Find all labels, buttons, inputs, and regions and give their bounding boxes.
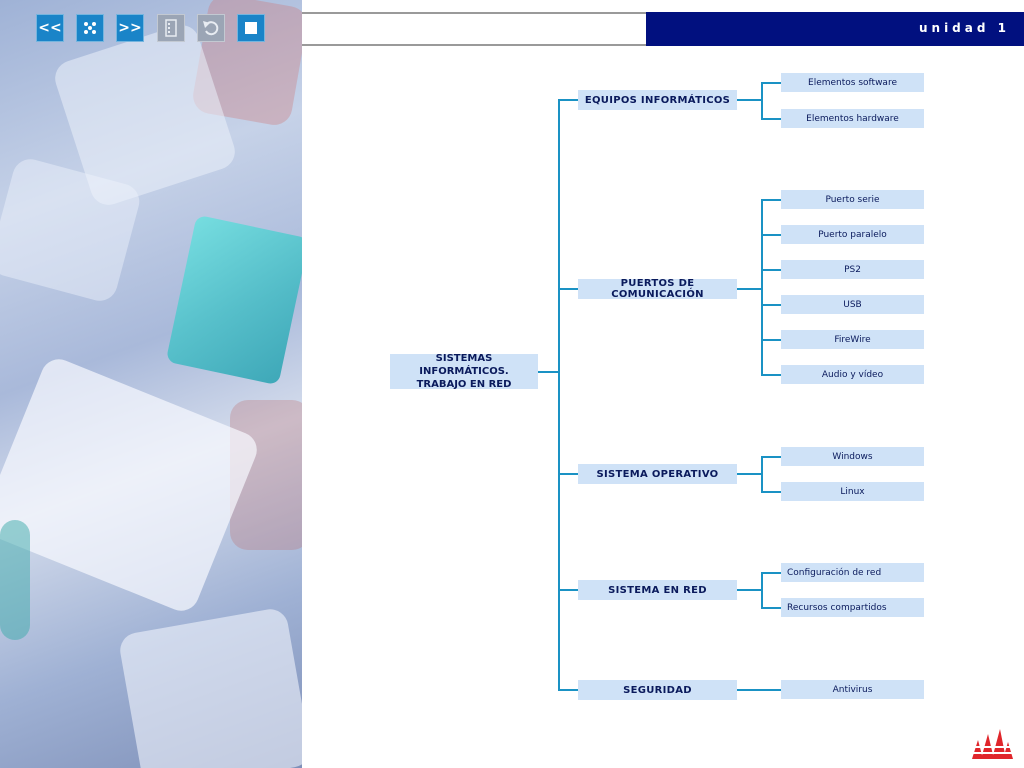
- connector-line: [761, 118, 781, 120]
- unit-header-bar: unidad 1: [646, 12, 1024, 46]
- leaf-windows[interactable]: Windows: [781, 447, 924, 466]
- connector-line: [761, 607, 781, 609]
- connector-line: [737, 288, 762, 290]
- branch-seguridad[interactable]: SEGURIDAD: [578, 680, 737, 700]
- connector-shape: [165, 214, 302, 386]
- leaf-usb[interactable]: USB: [781, 295, 924, 314]
- connector-line: [558, 473, 578, 475]
- header-rule-top: [302, 12, 646, 14]
- connector-line: [761, 456, 781, 458]
- connector-shape: [117, 606, 302, 768]
- undo-icon: [203, 21, 219, 36]
- connector-line: [761, 572, 763, 608]
- leaf-elementos-hardware[interactable]: Elementos hardware: [781, 109, 924, 128]
- dice-button[interactable]: [76, 14, 104, 42]
- cable-shape: [0, 520, 30, 640]
- leaf-puerto-serie[interactable]: Puerto serie: [781, 190, 924, 209]
- leaf-recursos-compartidos[interactable]: Recursos compartidos: [781, 598, 924, 617]
- leaf-audio-y-video[interactable]: Audio y vídeo: [781, 365, 924, 384]
- header-rule-bottom: [302, 44, 646, 46]
- publisher-logo: [971, 729, 1013, 759]
- connector-line: [737, 589, 762, 591]
- branch-equipos-informaticos[interactable]: EQUIPOS INFORMÁTICOS: [578, 90, 737, 110]
- connector-line: [558, 288, 578, 290]
- root-node[interactable]: SISTEMAS INFORMÁTICOS. TRABAJO EN RED: [390, 353, 538, 390]
- connector-line: [558, 589, 578, 591]
- branch-puertos-de-comunicacion[interactable]: PUERTOS DE COMUNICACIÓN: [578, 278, 737, 300]
- first-button[interactable]: <<: [36, 14, 64, 42]
- stop-icon: [245, 22, 257, 34]
- connector-line: [761, 82, 763, 119]
- stop-button[interactable]: [237, 14, 265, 42]
- dice-icon: [84, 22, 96, 34]
- leaf-firewire[interactable]: FireWire: [781, 330, 924, 349]
- unit-label: unidad 1: [918, 21, 1010, 35]
- leaf-ps2[interactable]: PS2: [781, 260, 924, 279]
- connector-line: [737, 99, 762, 101]
- connector-line: [558, 689, 578, 691]
- connector-line: [761, 491, 781, 493]
- leaf-puerto-paralelo[interactable]: Puerto paralelo: [781, 225, 924, 244]
- connector-line: [737, 473, 762, 475]
- connector-line: [761, 234, 781, 236]
- root-node-line1: SISTEMAS INFORMÁTICOS.: [419, 353, 509, 377]
- connector-line: [558, 99, 560, 691]
- leaf-elementos-software[interactable]: Elementos software: [781, 73, 924, 92]
- connector-line: [761, 339, 781, 341]
- connector-line: [761, 456, 763, 492]
- branch-sistema-operativo[interactable]: SISTEMA OPERATIVO: [578, 464, 737, 484]
- connector-line: [761, 304, 781, 306]
- list-button[interactable]: [157, 14, 185, 42]
- leaf-linux[interactable]: Linux: [781, 482, 924, 501]
- connector-line: [737, 689, 781, 691]
- leaf-configuracion-de-red[interactable]: Configuración de red: [781, 563, 924, 582]
- next-button[interactable]: >>: [116, 14, 144, 42]
- connector-line: [761, 82, 781, 84]
- connector-line: [761, 199, 763, 376]
- root-node-line2: TRABAJO EN RED: [416, 379, 512, 390]
- list-icon: [165, 19, 177, 37]
- connector-line: [558, 99, 578, 101]
- undo-button[interactable]: [197, 14, 225, 42]
- connector-line: [538, 371, 559, 373]
- leaf-antivirus[interactable]: Antivirus: [781, 680, 924, 699]
- connector-line: [761, 572, 781, 574]
- connector-shape: [0, 353, 263, 617]
- connector-line: [761, 374, 781, 376]
- background-photo-network-cables: [0, 0, 302, 768]
- connector-line: [761, 269, 781, 271]
- branch-sistema-en-red[interactable]: SISTEMA EN RED: [578, 580, 737, 600]
- connector-line: [761, 199, 781, 201]
